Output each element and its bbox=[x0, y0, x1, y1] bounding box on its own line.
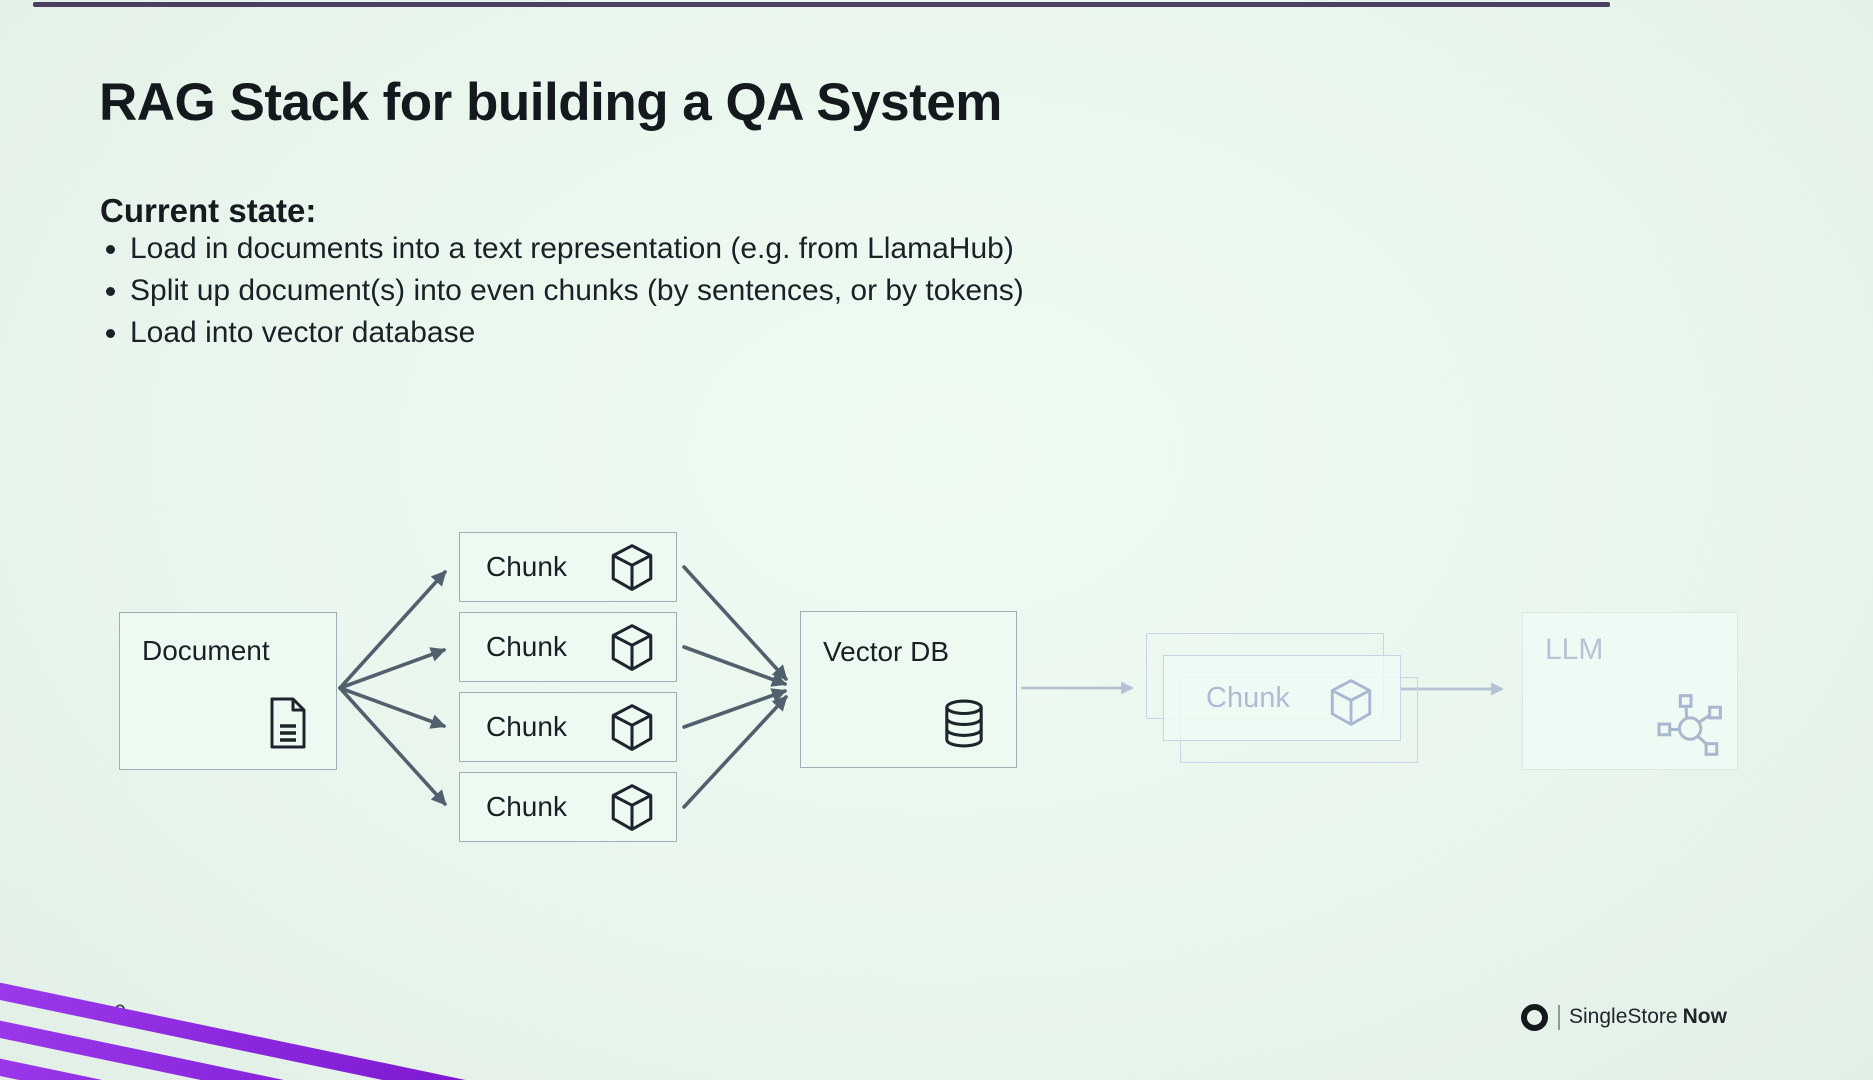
cube-icon bbox=[611, 704, 653, 751]
document-label: Document bbox=[142, 635, 270, 666]
brand-name: SingleStore bbox=[1569, 1005, 1678, 1028]
bullet-dot-icon bbox=[106, 245, 115, 254]
brand-suffix: Now bbox=[1682, 1005, 1727, 1028]
chunk-label: Chunk bbox=[486, 791, 567, 822]
bullet-dot-icon bbox=[106, 329, 115, 338]
top-accent-line bbox=[33, 2, 1610, 7]
database-icon bbox=[945, 699, 983, 748]
chunk-label: Chunk bbox=[486, 551, 567, 582]
chunk-box-2: Chunk bbox=[459, 612, 677, 682]
bullet-list: Load in documents into a text representa… bbox=[100, 228, 1024, 354]
llm-label: LLM bbox=[1545, 633, 1604, 666]
bullet-text: Split up document(s) into even chunks (b… bbox=[130, 274, 1024, 307]
vector-db-box: Vector DB bbox=[800, 611, 1017, 768]
chunk-label: Chunk bbox=[486, 711, 567, 742]
bullet-dot-icon bbox=[106, 287, 115, 296]
bullet-text: Load in documents into a text representa… bbox=[130, 232, 1014, 265]
cube-icon bbox=[1330, 679, 1372, 726]
document-icon bbox=[270, 697, 306, 749]
page-title: RAG Stack for building a QA System bbox=[99, 73, 1002, 132]
brand-separator bbox=[1558, 1004, 1560, 1030]
split-arrow-fan bbox=[338, 570, 447, 806]
chunk-box-4: Chunk bbox=[459, 772, 677, 842]
chunk-box-3: Chunk bbox=[459, 692, 677, 762]
cube-icon bbox=[611, 624, 653, 671]
bullet-item: Load into vector database bbox=[100, 312, 1024, 354]
bullet-item: Split up document(s) into even chunks (b… bbox=[100, 270, 1024, 312]
faded-chunk-label: Chunk bbox=[1206, 681, 1290, 714]
faded-chunk-box: Chunk bbox=[1163, 655, 1401, 741]
bullet-text: Load into vector database bbox=[130, 316, 476, 349]
chunk-label: Chunk bbox=[486, 631, 567, 662]
llm-box: LLM bbox=[1522, 612, 1738, 770]
vector-db-label: Vector DB bbox=[823, 636, 950, 667]
network-icon bbox=[1657, 694, 1722, 756]
singlestore-ring-icon bbox=[1521, 1003, 1548, 1031]
cube-icon bbox=[611, 784, 653, 831]
bullet-item: Load in documents into a text representa… bbox=[100, 228, 1024, 270]
current-state-heading: Current state: bbox=[100, 192, 317, 229]
merge-arrow-fan bbox=[682, 565, 788, 809]
chunk-box-1: Chunk bbox=[459, 532, 677, 602]
cube-icon bbox=[611, 544, 653, 591]
document-box: Document bbox=[119, 612, 337, 770]
